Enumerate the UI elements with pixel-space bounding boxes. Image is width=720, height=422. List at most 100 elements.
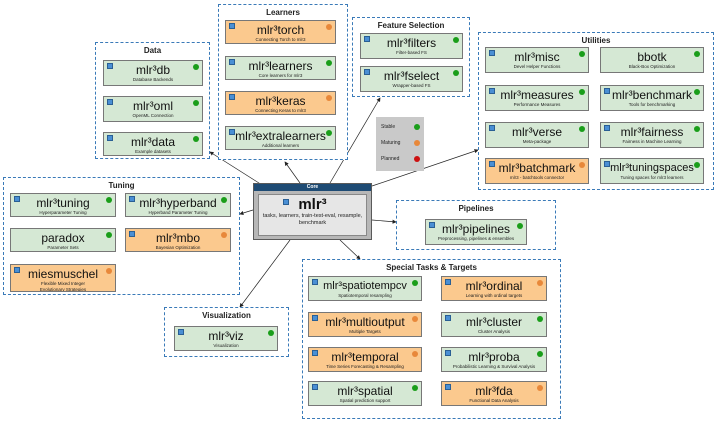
- package-logo-icon: [229, 129, 235, 135]
- group-title: Utilities: [581, 36, 611, 45]
- package-logo-icon: [312, 350, 318, 356]
- status-stable-icon: [694, 126, 700, 132]
- package-node[interactable]: mlr³mbo Bayesian Optimization: [125, 228, 231, 252]
- group-title: Feature Selection: [377, 21, 445, 30]
- package-name: mlr³filters: [386, 36, 437, 50]
- package-node[interactable]: miesmuschel Flexible Mixed Integer Evolu…: [10, 264, 116, 292]
- status-stable-icon: [193, 64, 199, 70]
- package-desc: Fairness in Machine Learning: [622, 139, 682, 144]
- package-node[interactable]: mlr³oml OpenML Connection: [103, 96, 203, 122]
- status-stable-icon: [326, 130, 332, 136]
- package-node[interactable]: mlr³cluster Cluster Analysis: [441, 312, 547, 337]
- package-desc: Bayesian Optimization: [155, 245, 201, 250]
- package-node[interactable]: mlr³fselect Wrapper-based FS: [360, 66, 463, 92]
- package-node[interactable]: mlr³proba Probabilistic Learning & Survi…: [441, 347, 547, 372]
- package-desc: Time Series Forecasting & Resampling: [326, 364, 404, 369]
- package-desc: Core learners for mlr3: [258, 73, 303, 78]
- core-header: Core: [254, 184, 371, 191]
- package-node[interactable]: mlr³keras Connecting Keras to mlr3: [225, 91, 336, 115]
- edge-core-special: [339, 239, 361, 260]
- group-utilities: Utilities mlr³misc Devel Helper Function…: [478, 32, 714, 190]
- package-name: mlr³spatiotempcv: [323, 280, 407, 292]
- package-node[interactable]: mlr³measures Performance Measures: [485, 85, 589, 111]
- group-title: Data: [143, 46, 162, 55]
- group-tuning: Tuning mlr³tuning Hyperparameter Tuning …: [3, 177, 240, 295]
- edge-core-tuning: [239, 209, 254, 215]
- package-name: mlr³benchmark: [611, 88, 692, 102]
- package-logo-icon: [14, 267, 20, 273]
- package-name: mlr³ordinal: [465, 279, 523, 293]
- package-node[interactable]: mlr³fairness Fairness in Machine Learnin…: [600, 122, 704, 148]
- package-logo-icon: [364, 69, 370, 75]
- package-node[interactable]: mlr³ordinal Learning with ordinal target…: [441, 276, 547, 301]
- package-node[interactable]: mlr³learners Core learners for mlr3: [225, 56, 336, 80]
- status-stable-icon: [579, 89, 585, 95]
- package-node[interactable]: paradox Parameter Sets: [10, 228, 116, 252]
- status-stable-icon: [694, 51, 700, 57]
- package-node[interactable]: mlr³misc Devel Helper Functions: [485, 47, 589, 73]
- package-node[interactable]: mlr³verse Meta-package: [485, 122, 589, 148]
- package-node[interactable]: mlr³data Example datasets: [103, 132, 203, 156]
- package-name: mlr³temporal: [331, 350, 399, 364]
- package-desc: Meta-package: [522, 139, 552, 144]
- status-stable-icon: [106, 197, 112, 203]
- package-node[interactable]: mlr³temporal Time Series Forecasting & R…: [308, 347, 422, 372]
- package-desc: Database Backends: [132, 77, 174, 82]
- package-node[interactable]: mlr³hyperband Hyperband Parameter Tuning: [125, 193, 231, 217]
- package-node[interactable]: mlr³extralearners Additional learners: [225, 126, 336, 150]
- package-name: mlr³spatial: [337, 384, 393, 398]
- package-node[interactable]: mlr³multioutput Multiple Targets: [308, 312, 422, 337]
- package-name: miesmuschel: [27, 267, 99, 281]
- package-node[interactable]: mlr³spatial Spatial prediction support: [308, 381, 422, 406]
- package-desc: Tuning spaces for mlr3 learners: [620, 175, 684, 180]
- package-desc: Devel Helper Functions: [513, 64, 561, 69]
- status-stable-icon: [412, 385, 418, 391]
- package-logo-icon: [445, 315, 451, 321]
- package-desc: Connecting Torch to mlr3: [255, 37, 306, 42]
- package-node[interactable]: mlr³spatiotempcv Spatiotemporal resampli…: [308, 276, 422, 301]
- group-title: Visualization: [202, 311, 251, 320]
- package-desc: Functional Data Analysis: [469, 398, 519, 403]
- package-node[interactable]: mlr³benchmark Tools for benchmarking: [600, 85, 704, 111]
- package-name: mlr³db: [135, 63, 170, 77]
- package-node[interactable]: mlr³fda Functional Data Analysis: [441, 381, 547, 406]
- package-name: mlr³cluster: [466, 315, 522, 329]
- package-desc: Black-Box Optimization: [628, 64, 676, 69]
- package-name: mlr³pipelines: [441, 222, 511, 236]
- package-node[interactable]: mlr³filters Filter-based FS: [360, 33, 463, 59]
- legend-label: Planned: [381, 156, 400, 162]
- group-learners: Learners mlr³torch Connecting Torch to m…: [218, 4, 348, 160]
- core-node[interactable]: Core mlr³ tasks, learners, train-test-ev…: [253, 183, 372, 240]
- status-maturing-icon: [537, 280, 543, 286]
- legend-item: Planned: [381, 156, 420, 162]
- status-planned-icon: [414, 156, 420, 162]
- package-logo-icon: [283, 199, 289, 205]
- package-node[interactable]: mlr³db Database Backends: [103, 60, 203, 86]
- status-stable-icon: [537, 351, 543, 357]
- package-logo-icon: [14, 196, 20, 202]
- package-node[interactable]: mlr³tuningspaces Tuning spaces for mlr3 …: [600, 158, 704, 184]
- package-node[interactable]: mlr³tuning Hyperparameter Tuning: [10, 193, 116, 217]
- status-maturing-icon: [326, 24, 332, 30]
- status-stable-icon: [453, 37, 459, 43]
- status-stable-icon: [412, 280, 418, 286]
- package-desc: Additional learners: [261, 143, 300, 148]
- package-logo-icon: [312, 279, 318, 285]
- package-logo-icon: [604, 125, 610, 131]
- package-node[interactable]: bbotk Black-Box Optimization: [600, 47, 704, 73]
- package-logo-icon: [364, 36, 370, 42]
- package-desc: Multiple Targets: [349, 329, 381, 334]
- package-logo-icon: [445, 279, 451, 285]
- legend-label: Maturing: [381, 140, 401, 146]
- package-logo-icon: [107, 99, 113, 105]
- package-logo-icon: [229, 23, 235, 29]
- package-node[interactable]: mlr³viz Visualization: [174, 326, 278, 351]
- package-node[interactable]: mlr³torch Connecting Torch to mlr3: [225, 20, 336, 44]
- package-desc: Wrapper-based FS: [392, 83, 431, 88]
- package-desc: Spatial prediction support: [339, 398, 391, 403]
- status-maturing-icon: [412, 316, 418, 322]
- package-node[interactable]: mlr³batchmark mlr3 - batchtools connecto…: [485, 158, 589, 184]
- core-inner: mlr³ tasks, learners, train-test-eval, r…: [258, 194, 367, 236]
- package-node[interactable]: mlr³pipelines Preprocessing, pipelines &…: [425, 219, 527, 245]
- package-desc: Filter-based FS: [396, 50, 427, 55]
